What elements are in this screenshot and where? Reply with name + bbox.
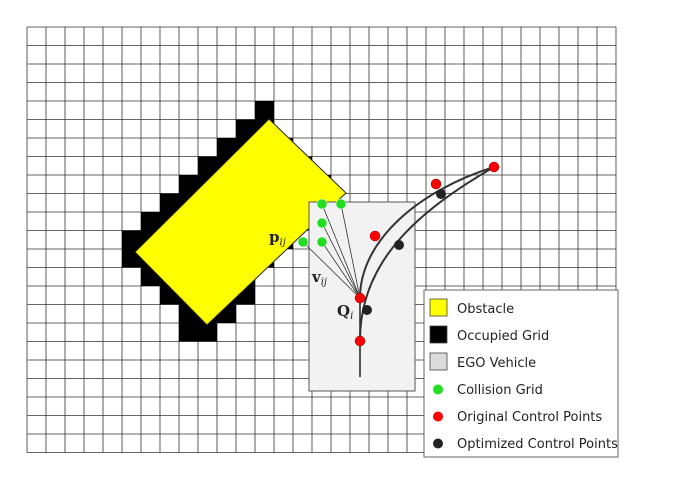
control-points [354,161,500,347]
legend-swatch-square [429,352,448,371]
collision-grid-point [316,198,328,210]
legend-swatch-square [429,325,448,344]
optimized-control-point [394,240,404,250]
collision-rays [302,203,361,299]
original-control-point [488,161,500,173]
legend-swatch-circle [433,438,443,449]
occupied-cell [160,193,179,212]
collision-ray [321,222,361,299]
occupied-cell [179,175,198,194]
legend-label: EGO Vehicle [457,356,536,371]
label-v-ij: vij [311,268,327,288]
legend-box [423,289,619,458]
label-p-ij: pij [269,228,286,248]
optimized-control-point [362,305,372,315]
obstacle-shape [134,118,347,326]
optimized-control-point [436,189,446,199]
occupied-cell [179,323,198,342]
collision-grid-point [335,198,347,210]
original-trajectory [359,166,495,299]
original-control-point [430,178,442,190]
occupied-cell [122,230,141,249]
original-control-point [369,230,381,242]
legend-label: Collision Grid [457,383,543,398]
collision-ray [321,241,361,299]
collision-grid-point [316,217,328,229]
collision-grid-point [316,236,328,248]
legend-swatch-square [429,298,448,317]
collision-grid-points [297,198,347,248]
legend-label: Original Control Points [457,410,602,425]
occupied-cell [141,212,160,231]
legend-swatch-circle [433,411,443,422]
legend-label: Obstacle [457,302,514,317]
legend-label: Optimized Control Points [457,437,618,452]
occupied-cell [236,119,255,138]
collision-grid-point [297,236,309,248]
occupied-cell [255,101,274,120]
collision-ray [321,203,361,299]
original-control-point [354,335,366,347]
occupied-cell [198,323,217,342]
collision-ray [340,203,361,299]
occupied-cell [217,138,236,157]
legend-swatch-circle [433,384,443,395]
label-q-i: Qi [337,302,353,322]
original-control-point [354,292,366,304]
occupied-cell [198,156,217,175]
collision-ray [302,241,361,299]
legend-label: Occupied Grid [457,329,549,344]
